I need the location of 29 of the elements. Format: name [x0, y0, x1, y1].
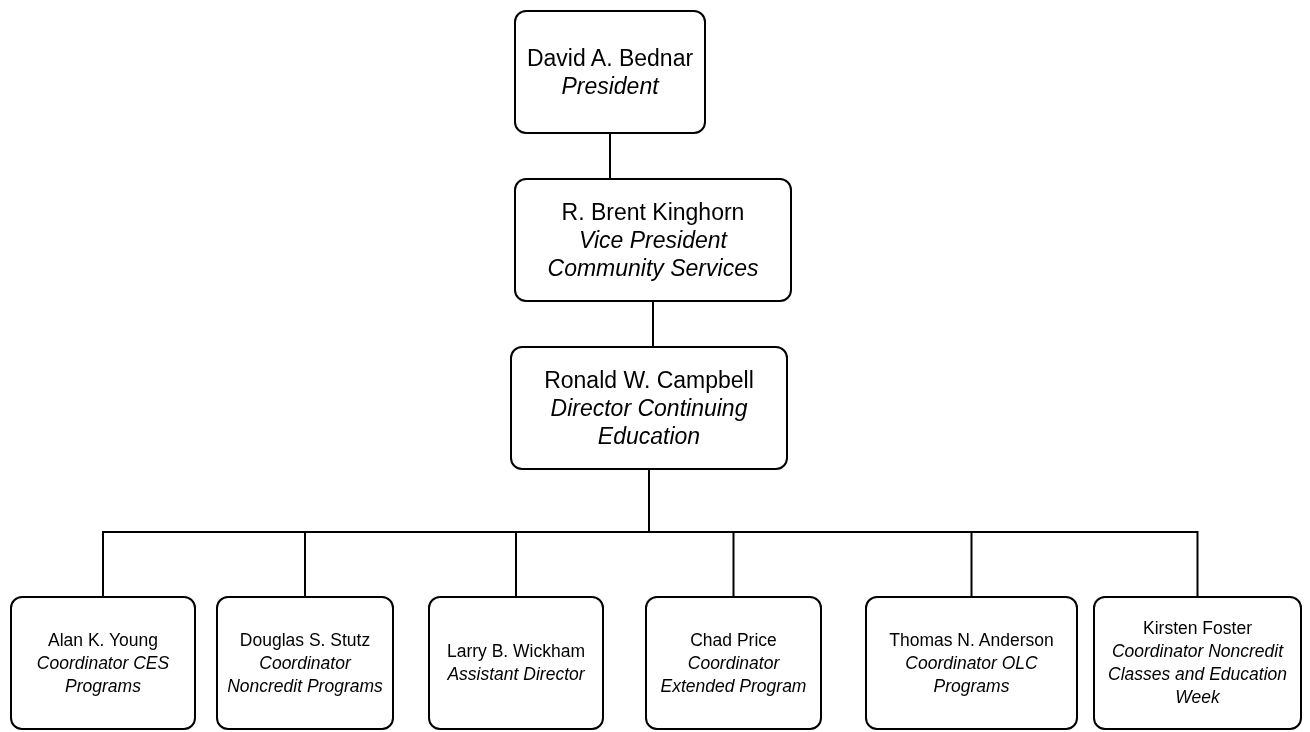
job-title: Coordinator Noncredit Programs — [226, 651, 384, 698]
job-title: Coordinator Noncredit Classes and Education Week — [1107, 640, 1288, 709]
person-box — [10, 596, 196, 730]
job-title: Coordinator CES Programs — [35, 651, 171, 698]
person-name: Thomas N. Anderson — [889, 628, 1054, 652]
connector-line — [609, 133, 611, 179]
person-name: R. Brent Kinghorn — [561, 198, 745, 226]
person-box — [510, 346, 788, 470]
person-name: Alan K. Young — [48, 628, 158, 652]
person-name: Ronald W. Campbell — [544, 366, 754, 394]
person-name: David A. Bednar — [526, 44, 694, 72]
person-name: Chad Price — [690, 628, 777, 652]
job-title: Coordinator Extended Program — [659, 651, 808, 698]
job-title: Vice President Community Services — [546, 226, 760, 282]
person-box — [216, 596, 394, 730]
connector-line — [652, 301, 654, 347]
person-box — [514, 10, 706, 134]
person-box — [865, 596, 1078, 730]
person-name: Douglas S. Stutz — [239, 628, 371, 652]
person-box — [645, 596, 822, 730]
person-box — [428, 596, 604, 730]
person-box — [1093, 596, 1302, 730]
job-title: Assistant Director — [447, 663, 585, 686]
person-name: Larry B. Wickham — [446, 640, 586, 663]
job-title: President — [561, 72, 659, 100]
job-title: Coordinator OLC Programs — [904, 651, 1039, 698]
person-box — [514, 178, 792, 302]
person-name: Kirsten Foster — [1143, 617, 1252, 640]
job-title: Director Continuing Education — [549, 394, 749, 450]
